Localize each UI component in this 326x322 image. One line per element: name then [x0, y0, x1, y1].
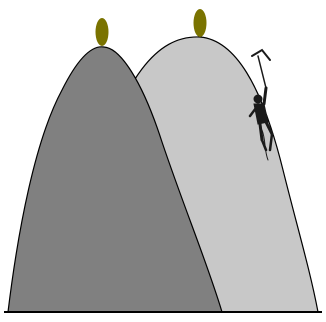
near-summit-marker: [96, 18, 109, 46]
summit-flag-icon: [96, 18, 109, 46]
summit-flag-icon: [194, 9, 207, 37]
far-summit-marker: [194, 9, 207, 37]
